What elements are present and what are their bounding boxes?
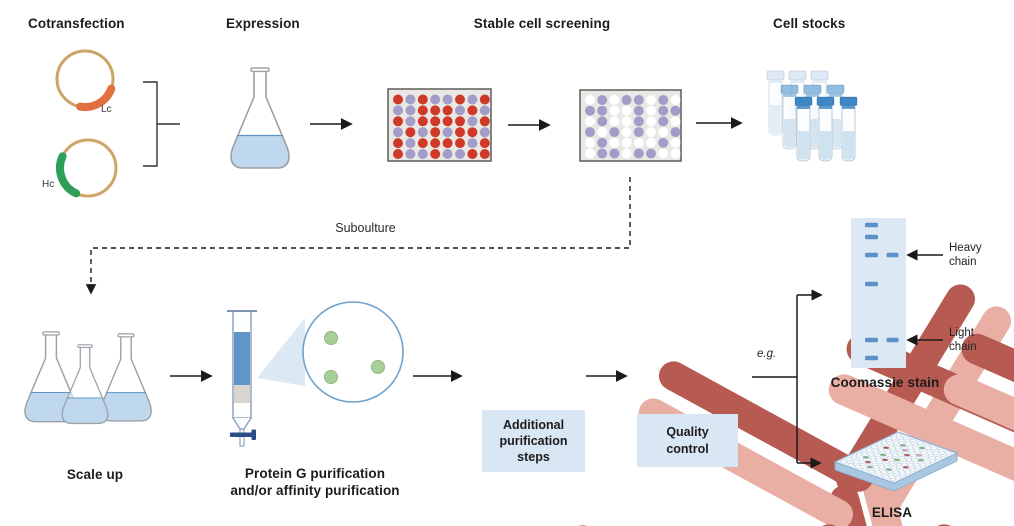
label-purification-line1: Protein G purification [244, 466, 386, 481]
cryovial [780, 84, 799, 150]
expression-flask [230, 67, 290, 169]
label-light-chain: Light chain [949, 327, 977, 353]
additional-purification-box: Additional purification steps [482, 410, 585, 472]
hc-insert-arc [56, 152, 81, 198]
lc-insert-arc [76, 84, 116, 112]
cryovial [766, 70, 785, 136]
cryovial [794, 96, 813, 162]
screening-plate-2 [579, 89, 682, 162]
plate2-wells [585, 95, 681, 159]
label-expression: Expression [226, 16, 300, 31]
cell-stock-vials [766, 70, 858, 162]
column-resin [234, 385, 250, 403]
label-lc: Lc [101, 104, 112, 115]
column-magnifier [302, 292, 1014, 526]
label-eg: e.g. [757, 348, 777, 360]
label-hc: Hc [42, 179, 55, 190]
antibody-icon [948, 232, 1014, 526]
label-heavy-chain: Heavy chain [949, 242, 982, 268]
scale-up-flasks [24, 331, 152, 425]
qc-branch [752, 289, 823, 469]
label-scale-up: Scale up [66, 467, 124, 482]
label-quality-control: Quality control [666, 425, 709, 456]
label-coomassie-stain: Coomassie stain [830, 375, 940, 390]
plasmid-light-chain [55, 49, 116, 112]
plasmid-heavy-chain [56, 138, 118, 198]
magnifier-beam [257, 318, 305, 386]
stopcock-valve [230, 432, 254, 437]
cotransfection-bracket [143, 81, 180, 167]
elisa-wells [840, 434, 952, 481]
label-purification-line2: and/or affinity purification [230, 482, 400, 498]
label-subculture: Suboulture [335, 221, 396, 235]
label-additional-purification: Additional purification steps [499, 417, 568, 465]
flow-arrows [170, 117, 743, 382]
subculture-dashed-arrow [85, 177, 631, 295]
label-protein-g-purification: Protein G purification and/or affinity p… [220, 466, 410, 500]
label-elisa: ELISA [871, 505, 913, 520]
protein-g-bead [324, 331, 338, 345]
cryovial [839, 96, 858, 162]
screening-plate-1 [387, 88, 492, 162]
coomassie-gel [851, 218, 943, 368]
gel-bands [865, 222, 899, 361]
protein-g-bead [324, 370, 338, 384]
label-stable-cell-screening: Stable cell screening [473, 16, 611, 31]
label-cell-stocks: Cell stocks [773, 16, 846, 31]
protein-g-column [227, 310, 305, 447]
column-bed [234, 332, 250, 385]
quality-control-box: Quality control [637, 414, 738, 467]
plate1-wells [393, 94, 490, 159]
elisa-plate [833, 431, 959, 492]
cryovial [816, 96, 835, 162]
label-cotransfection: Cotransfection [28, 16, 125, 31]
protein-g-bead [371, 360, 385, 374]
